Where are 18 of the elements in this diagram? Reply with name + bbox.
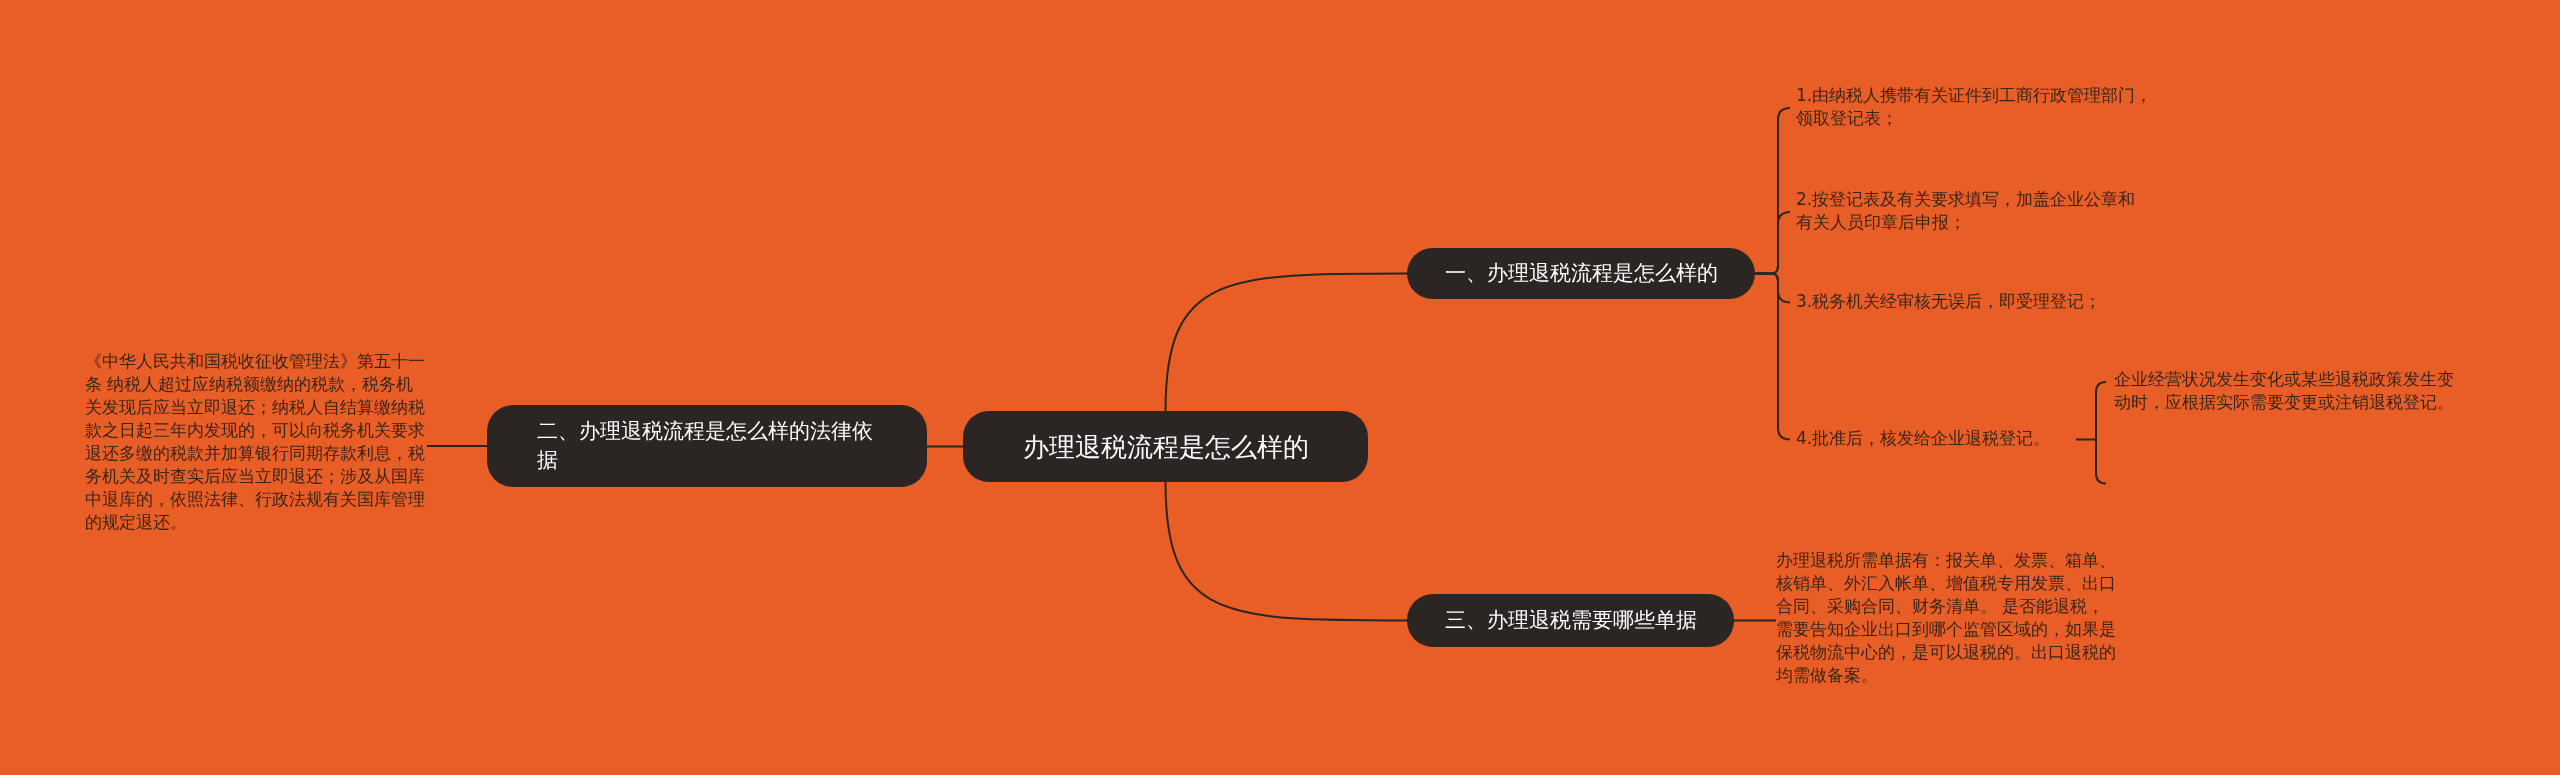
connector-line <box>926 445 964 448</box>
note-text: 企业经营状况发生变化或某些退税政策发生变动时，应根据实际需要变更或注销退税登记。 <box>2114 368 2454 414</box>
connector-line <box>426 445 488 447</box>
note-text: 3.税务机关经审核无误后，即受理登记； <box>1796 290 2186 313</box>
note-text: 《中华人民共和国税收征收管理法》第五十一条 纳税人超过应纳税额缴纳的税款，税务机关发现后应当立即退还；纳税人自结算缴纳税款之日起三年内发现的，可以向税务机关要求退还多缴的税款并加算银行同期存款利息，税务机关及时查实后应当立即退还；涉及从国库中退库的，依照法律、行政法规有关国库管理的规定退还。 <box>85 350 427 534</box>
branch-box: 一、办理退税流程是怎么样的 <box>1407 248 1755 299</box>
note-text: 办理退税所需单据有：报关单、发票、箱单、核销单、外汇入帐单、增值税专用发票、出口合同、采购合同、财务清单。 是否能退税，需要告知企业出口到哪个监管区域的，如果是保税物流中心的，是可以退税的。出口退税的均需做备案。 <box>1776 549 2118 687</box>
connector-line <box>2075 381 2107 485</box>
branch-box: 三、办理退税需要哪些单据 <box>1407 594 1734 647</box>
topic-box: 办理退税流程是怎么样的 <box>963 411 1368 482</box>
connector-line <box>1164 481 1408 622</box>
note-text: 4.批准后，核发给企业退税登记。 <box>1796 427 2076 450</box>
connector-line <box>1164 272 1408 412</box>
note-text: 1.由纳税人携带有关证件到工商行政管理部门，领取登记表； <box>1796 84 2165 130</box>
branch-box: 二、办理退税流程是怎么样的法律依据 <box>487 405 927 487</box>
connector-line <box>1733 619 1777 622</box>
note-text: 2.按登记表及有关要求填写，加盖企业公章和有关人员印章后申报； <box>1796 188 2152 234</box>
connector-line <box>1754 272 1791 441</box>
